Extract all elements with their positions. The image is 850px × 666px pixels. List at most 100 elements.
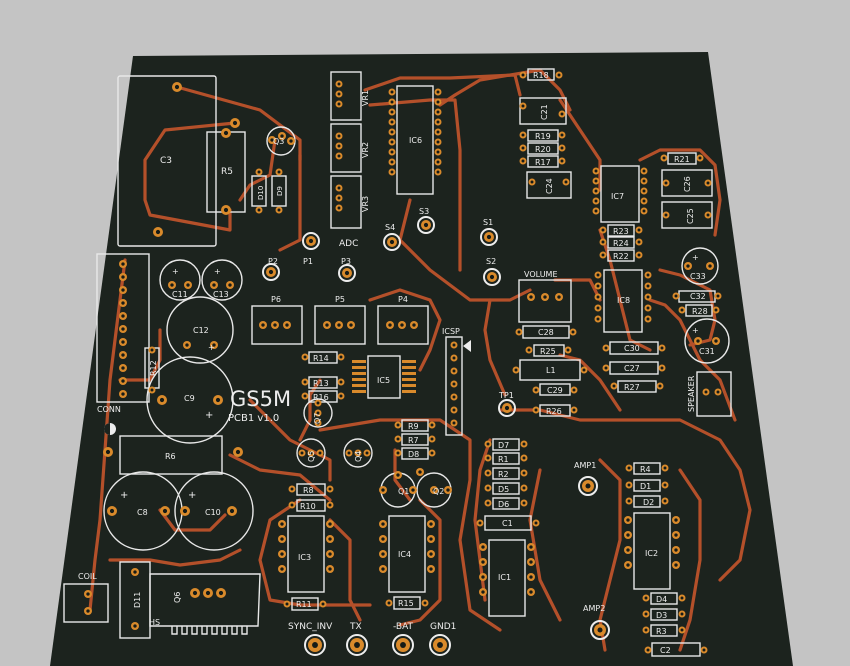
pad-hole: [486, 442, 490, 446]
pad-hole: [662, 156, 666, 160]
pad-hole: [261, 323, 265, 327]
pad-hole: [572, 408, 576, 412]
pad-hole: [205, 590, 211, 596]
pad-hole: [572, 388, 576, 392]
pad-hole: [337, 102, 341, 106]
label-gnd1: GND1: [430, 622, 456, 632]
smd-pad: [352, 390, 366, 393]
pad-hole: [390, 160, 394, 164]
label-r11: R11: [296, 600, 312, 609]
pad-hole: [429, 552, 433, 556]
pad-hole: [680, 612, 684, 616]
pad-hole: [321, 602, 325, 606]
label-r16: R16: [313, 393, 329, 402]
pad-hole: [522, 471, 526, 475]
pad-hole: [486, 501, 490, 505]
label-r17: R17: [535, 158, 551, 167]
pad-hole: [396, 451, 400, 455]
pad-hole: [674, 518, 678, 522]
pad-hole: [521, 133, 525, 137]
pad-hole: [627, 483, 631, 487]
pad-hole: [646, 317, 650, 321]
pad-hole: [411, 488, 415, 492]
pad-hole: [328, 552, 332, 556]
pad-hole: [594, 189, 598, 193]
pad-hole: [436, 120, 440, 124]
pad-hole: [280, 537, 284, 541]
pad-hole: [223, 130, 229, 136]
label-c2: C2: [660, 646, 671, 655]
pad-hole: [273, 323, 277, 327]
label-sync-inv: SYNC_INV: [288, 622, 333, 632]
pad-hole: [642, 189, 646, 193]
label-d9: D9: [276, 186, 284, 196]
label-speaker: SPEAKER: [687, 375, 696, 412]
pad-hole: [186, 283, 190, 287]
svg-text:+: +: [208, 343, 215, 352]
pad-hole: [430, 437, 434, 441]
label-ic7: IC7: [611, 192, 624, 201]
pad-hole: [452, 343, 456, 347]
testpoint-ring: [498, 399, 516, 417]
pad-hole: [390, 140, 394, 144]
pad-hole: [696, 339, 700, 343]
pad-hole: [452, 369, 456, 373]
smd-pad: [402, 384, 416, 387]
testpoint-ring: [590, 620, 610, 640]
pad-hole: [381, 522, 385, 526]
pad-hole: [560, 146, 564, 150]
label-r25: R25: [540, 347, 556, 356]
label-r8: R8: [303, 486, 314, 495]
pad-hole: [436, 130, 440, 134]
label-d8: D8: [408, 450, 419, 459]
pad-hole: [312, 642, 318, 648]
label-ic1: IC1: [498, 573, 511, 582]
pad-hole: [637, 228, 641, 232]
smd-pad: [352, 384, 366, 387]
pad-hole: [325, 323, 329, 327]
testpoint-ring: [383, 233, 401, 251]
pad-hole: [626, 548, 630, 552]
testpoint-ring: [578, 476, 598, 496]
pad-hole: [388, 323, 392, 327]
pad-hole: [504, 405, 510, 411]
pad-hole: [121, 379, 125, 383]
pad-hole: [159, 397, 165, 403]
smd-pad: [352, 360, 366, 363]
board-title: GS5M: [230, 387, 291, 411]
pad-hole: [529, 560, 533, 564]
label-c28: C28: [538, 328, 554, 337]
pad-hole: [644, 628, 648, 632]
pad-hole: [698, 156, 702, 160]
pad-hole: [423, 222, 429, 228]
pad-hole: [430, 423, 434, 427]
pad-hole: [339, 394, 343, 398]
pad-hole: [133, 570, 137, 574]
pad-hole: [486, 486, 490, 490]
pad-hole: [121, 262, 125, 266]
pad-hole: [285, 323, 289, 327]
pad-hole: [436, 160, 440, 164]
pad-hole: [121, 392, 125, 396]
label-volume: VOLUME: [524, 270, 558, 279]
pad-hole: [663, 466, 667, 470]
pad-hole: [663, 499, 667, 503]
label-tx: TX: [349, 622, 362, 632]
pad-hole: [489, 274, 495, 280]
svg-text:+: +: [188, 490, 196, 501]
pad-hole: [354, 642, 360, 648]
pad-hole: [381, 537, 385, 541]
pad-hole: [121, 275, 125, 279]
pad-hole: [390, 100, 394, 104]
pad-hole: [680, 628, 684, 632]
pad-hole: [646, 648, 650, 652]
label-c21: C21: [540, 104, 549, 120]
svg-text:+: +: [692, 253, 699, 262]
pad-hole: [557, 295, 561, 299]
label-r14: R14: [313, 354, 329, 363]
pad-hole: [170, 283, 174, 287]
pad-hole: [316, 411, 320, 415]
pad-hole: [486, 234, 492, 240]
label-c24: C24: [545, 178, 554, 194]
testpoint-ring: [304, 634, 326, 656]
